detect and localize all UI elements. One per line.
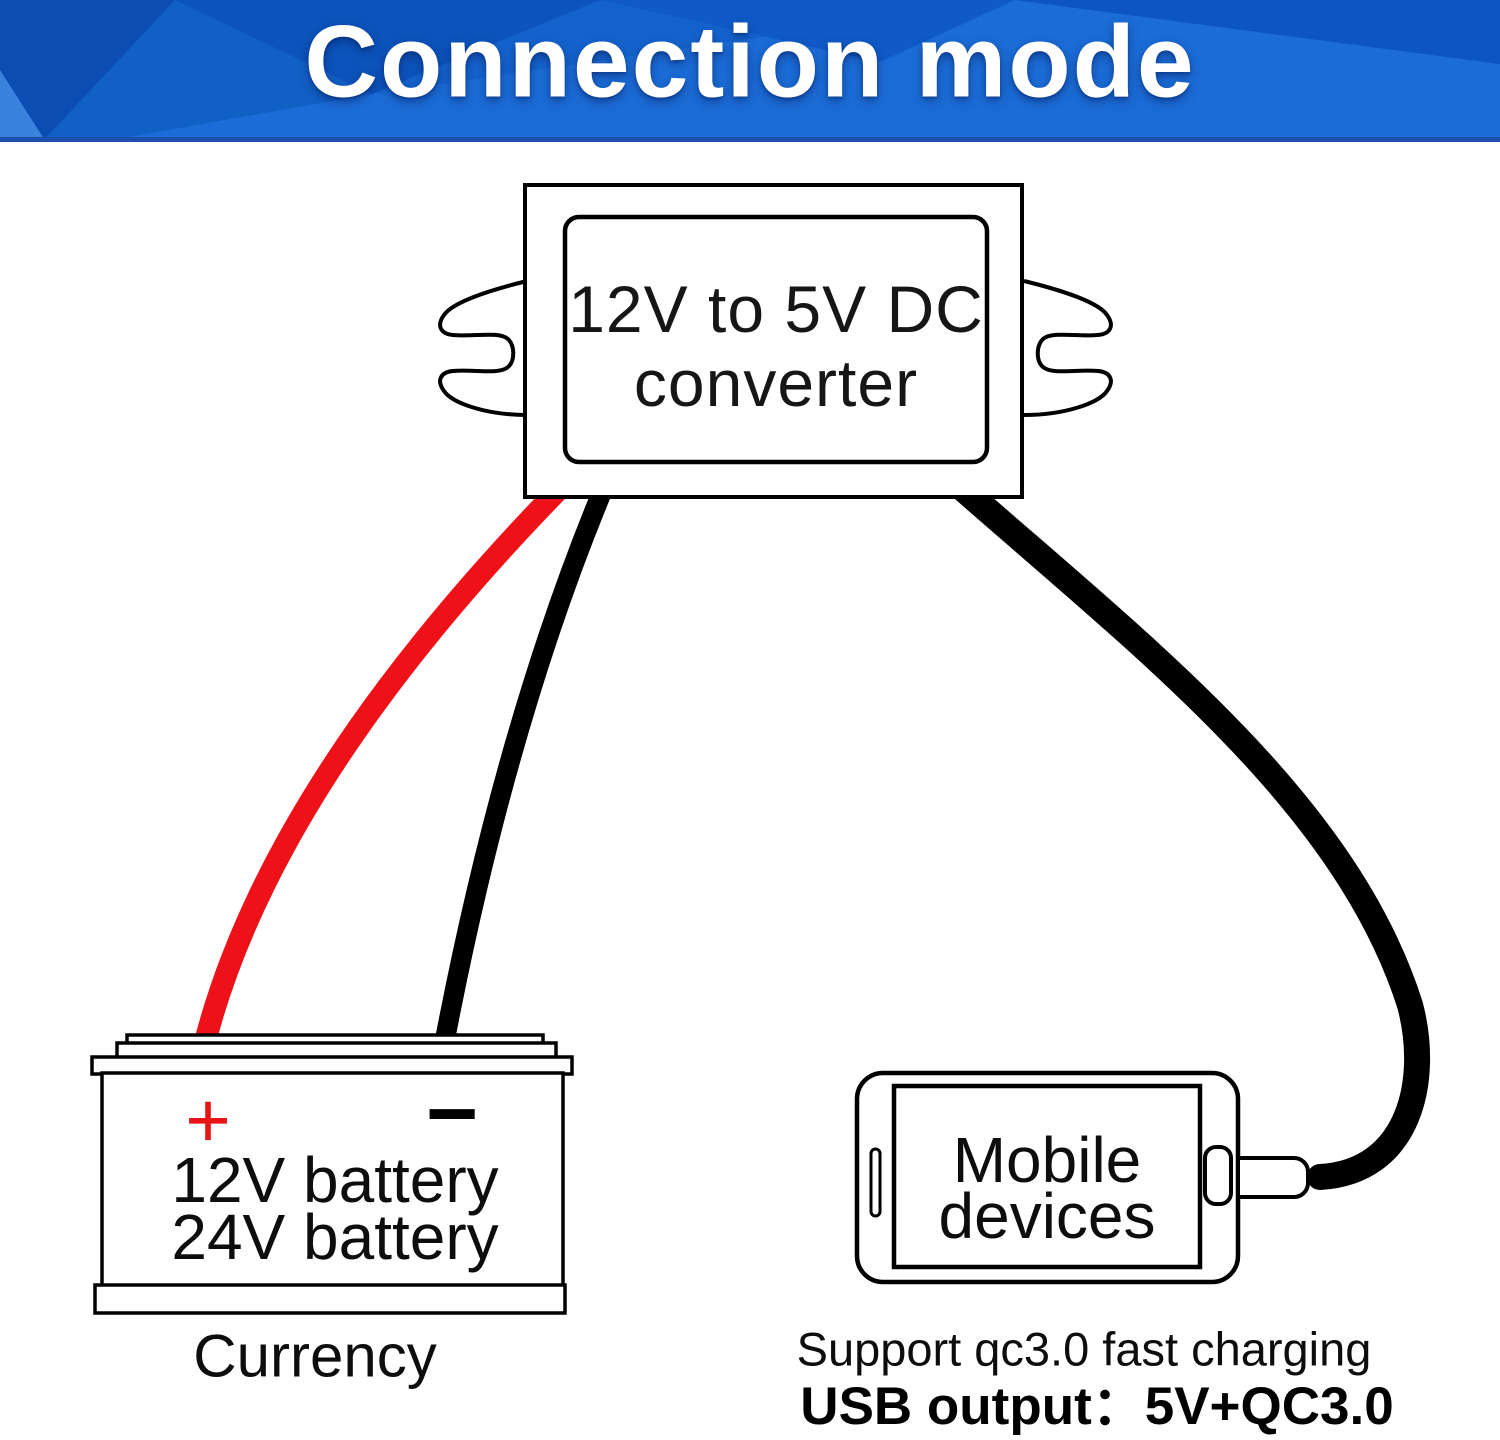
converter-label-line2: converter <box>633 346 919 420</box>
battery-label-24v: 24V battery <box>171 1201 499 1273</box>
phone-label-line1: Mobile <box>952 1124 1142 1196</box>
converter-label-line1: 12V to 5V DC <box>568 272 984 347</box>
phone-screen <box>891 1083 1203 1270</box>
phone-label-line2: devices <box>938 1180 1156 1252</box>
battery-label-12v: 12V battery <box>171 1144 499 1216</box>
black-usb-cable <box>940 467 1431 1190</box>
phone-speaker-slit-icon <box>869 1147 882 1218</box>
battery-caption: Currency <box>193 1322 437 1390</box>
battery-base <box>93 1283 567 1315</box>
black-negative-wire <box>433 470 617 1060</box>
minus-terminal-icon: − <box>426 1064 479 1164</box>
converter-left-mount-tab <box>438 279 528 417</box>
header-banner <box>0 0 1500 142</box>
usb-plug <box>1236 1156 1310 1199</box>
usb-output-note: USB output：5V+QC3.0 <box>800 1377 1394 1436</box>
converter-label: 12V to 5V DC converter <box>568 272 984 421</box>
converter-label-plate <box>562 214 990 465</box>
red-positive-wire <box>192 469 579 1061</box>
support-note: Support qc3.0 fast charging <box>796 1322 1372 1376</box>
page-title: Connection mode <box>304 4 1196 119</box>
converter-right-mount-tab <box>1023 279 1113 417</box>
battery-body <box>100 1071 565 1288</box>
plus-terminal-icon: + <box>185 1076 231 1164</box>
phone-home-button-icon <box>1203 1145 1233 1206</box>
header-polygon-background <box>0 0 1500 142</box>
